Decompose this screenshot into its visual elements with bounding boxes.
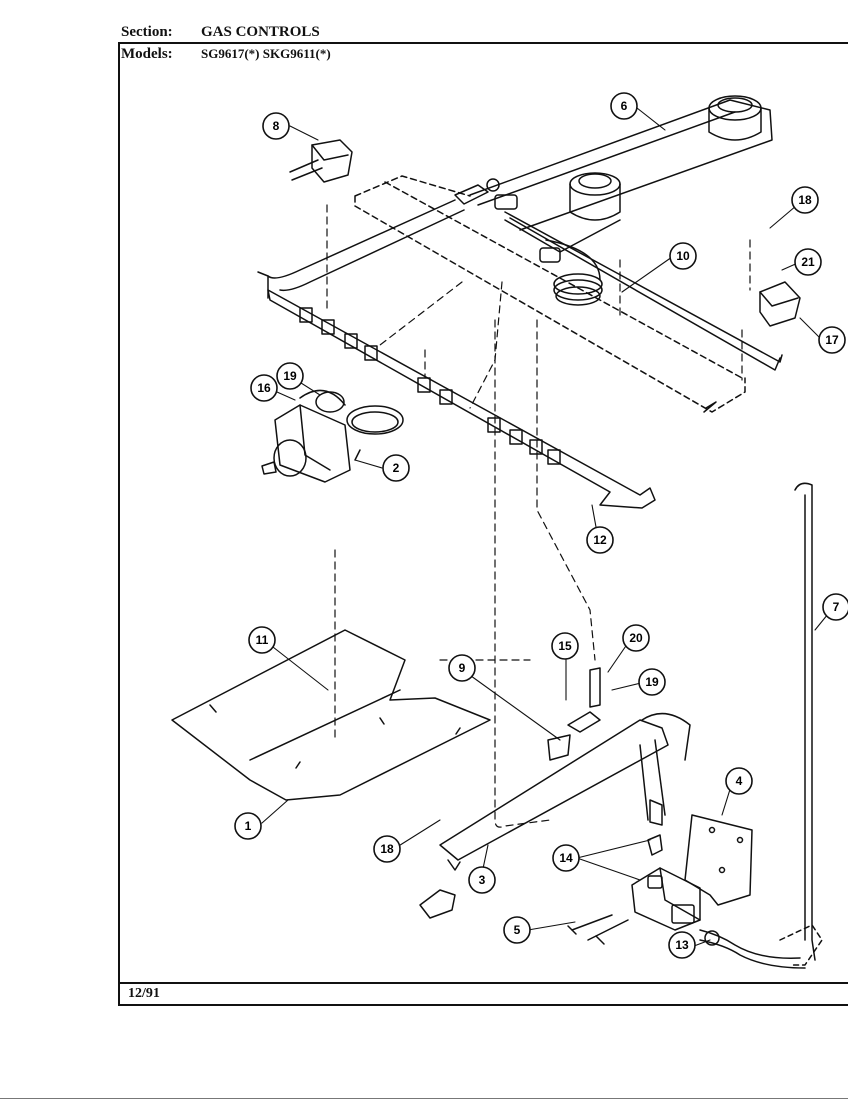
callout-6: 6 bbox=[610, 92, 638, 120]
mounting-screws bbox=[567, 914, 629, 945]
svg-text:21: 21 bbox=[801, 255, 815, 269]
svg-text:17: 17 bbox=[825, 333, 839, 347]
svg-text:4: 4 bbox=[736, 774, 743, 788]
callout-14: 14 bbox=[552, 844, 580, 872]
svg-text:1: 1 bbox=[245, 819, 252, 833]
callout-11: 11 bbox=[248, 626, 276, 654]
callout-18-top: 18 bbox=[791, 186, 819, 214]
callout-bubbles: 8 6 18 21 10 17 16 19 2 12 11 15 20 9 19… bbox=[234, 92, 848, 959]
footer-rule bbox=[118, 982, 848, 984]
models-label: Models: bbox=[121, 46, 173, 62]
callout-4: 4 bbox=[725, 767, 753, 795]
safety-valve-switch bbox=[759, 281, 801, 327]
svg-text:10: 10 bbox=[676, 249, 690, 263]
callout-7: 7 bbox=[822, 593, 848, 621]
gas-supply-line bbox=[779, 482, 823, 966]
diagram-frame bbox=[118, 42, 848, 1006]
pressure-regulator bbox=[631, 834, 806, 969]
callout-3: 3 bbox=[468, 866, 496, 894]
ignitor-part bbox=[289, 139, 353, 183]
svg-text:18: 18 bbox=[380, 842, 394, 856]
callout-1: 1 bbox=[234, 812, 262, 840]
callout-19-top: 19 bbox=[276, 362, 304, 390]
models-list: SG9617(*) SKG9611(*) bbox=[201, 46, 331, 61]
callout-8: 8 bbox=[262, 112, 290, 140]
callout-12: 12 bbox=[586, 526, 614, 554]
svg-text:5: 5 bbox=[514, 923, 521, 937]
callout-17: 17 bbox=[818, 326, 846, 354]
callout-15: 15 bbox=[551, 632, 579, 660]
svg-text:15: 15 bbox=[558, 639, 572, 653]
svg-text:12: 12 bbox=[593, 533, 607, 547]
callout-13: 13 bbox=[668, 931, 696, 959]
svg-text:19: 19 bbox=[645, 675, 659, 689]
svg-text:14: 14 bbox=[559, 851, 573, 865]
callout-2: 2 bbox=[382, 454, 410, 482]
callout-18-bottom: 18 bbox=[373, 835, 401, 863]
support-clip bbox=[419, 889, 456, 919]
section-label: Section: bbox=[121, 24, 173, 40]
oven-ignitor-bracket bbox=[547, 667, 601, 761]
manifold-pipe bbox=[257, 184, 656, 509]
leader-lines bbox=[326, 204, 751, 828]
svg-text:19: 19 bbox=[283, 369, 297, 383]
page-bottom-rule bbox=[0, 1098, 848, 1099]
mounting-bracket bbox=[684, 814, 753, 906]
svg-text:16: 16 bbox=[257, 381, 271, 395]
thermostat-valve bbox=[261, 389, 404, 483]
svg-text:3: 3 bbox=[479, 873, 486, 887]
svg-text:11: 11 bbox=[256, 633, 269, 647]
svg-text:20: 20 bbox=[629, 631, 643, 645]
svg-text:7: 7 bbox=[833, 600, 840, 614]
callout-10: 10 bbox=[669, 242, 697, 270]
callout-19-bottom: 19 bbox=[638, 668, 666, 696]
callout-20: 20 bbox=[622, 624, 650, 652]
oven-burner-tube bbox=[439, 712, 691, 871]
svg-text:2: 2 bbox=[393, 461, 400, 475]
callout-9: 9 bbox=[448, 654, 476, 682]
burner-baffle bbox=[171, 629, 491, 801]
section-title: GAS CONTROLS bbox=[201, 24, 320, 40]
callout-5: 5 bbox=[503, 916, 531, 944]
thermocouple-tube bbox=[504, 211, 783, 363]
svg-text:13: 13 bbox=[675, 938, 689, 952]
svg-text:18: 18 bbox=[798, 193, 812, 207]
revision-date: 12/91 bbox=[128, 986, 160, 1001]
top-burner-frame bbox=[354, 175, 746, 413]
callout-16: 16 bbox=[250, 374, 278, 402]
callout-21: 21 bbox=[794, 248, 822, 276]
svg-text:9: 9 bbox=[459, 661, 466, 675]
burner-tubes bbox=[469, 95, 773, 306]
svg-text:8: 8 bbox=[273, 119, 280, 133]
svg-text:6: 6 bbox=[621, 99, 628, 113]
